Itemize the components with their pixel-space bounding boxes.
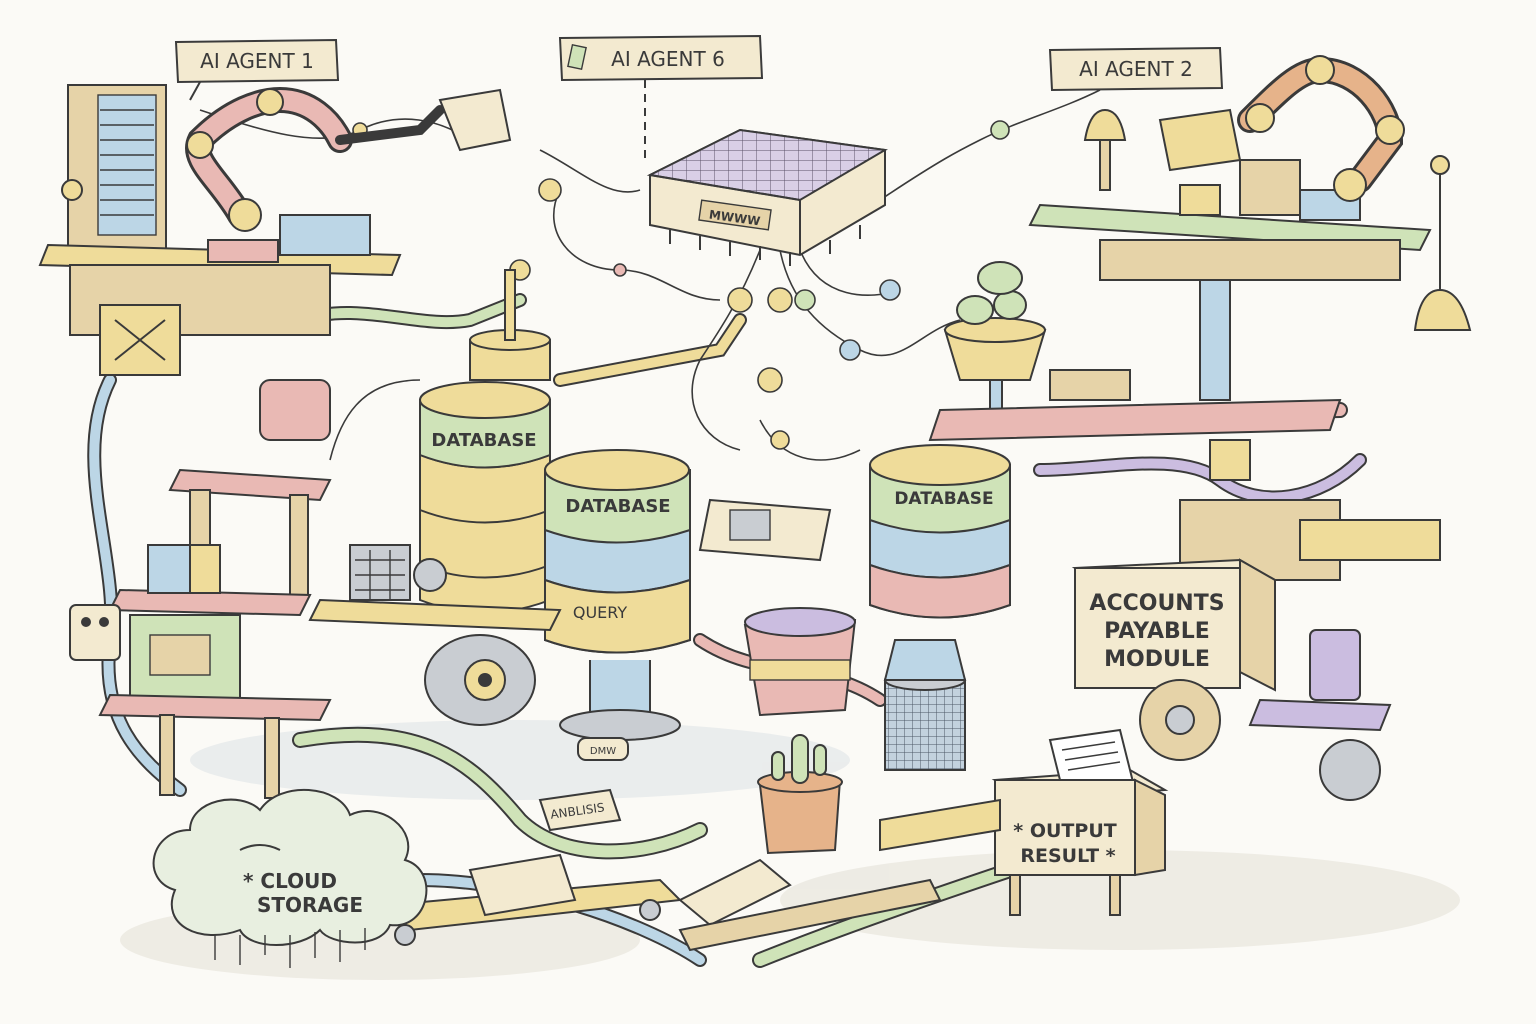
module-label-line3: MODULE (1104, 647, 1210, 672)
agent1-label: AI AGENT 1 (174, 38, 340, 101)
agent1-station (38, 84, 512, 799)
output-result-box: * OUTPUT RESULT * (991, 728, 1169, 916)
database-label: DATABASE (894, 489, 993, 509)
agent2-label: AI AGENT 2 (1048, 46, 1224, 92)
cloud-storage: * CLOUD STORAGE (152, 789, 428, 968)
database-label: DATABASE (565, 496, 670, 517)
database-left: DATABASE (419, 269, 551, 614)
module-label-line2: PAYABLE (1104, 619, 1210, 644)
small-tag: DMW (590, 746, 616, 757)
output-label-line2: RESULT * (1020, 845, 1115, 867)
agent6-label-text: AI AGENT 6 (611, 47, 725, 71)
cloud-label-line1: * CLOUD (243, 869, 337, 893)
database-center: DATABASE QUERY (544, 449, 691, 741)
agent6-label: AI AGENT 6 (558, 34, 764, 160)
wire-beads (352, 120, 1010, 450)
agent2-label-text: AI AGENT 2 (1079, 57, 1193, 81)
agent1-label-text: AI AGENT 1 (200, 49, 314, 73)
accounts-payable-module: ACCOUNTS PAYABLE MODULE (1071, 499, 1441, 801)
central-chip: MWWW (646, 128, 888, 266)
gear-machinery (308, 498, 967, 771)
output-label-line1: * OUTPUT (1013, 820, 1116, 842)
database-right: DATABASE (869, 444, 1011, 619)
module-label-line1: ACCOUNTS (1089, 591, 1224, 616)
query-label: QUERY (573, 603, 628, 622)
database-label: DATABASE (431, 430, 536, 451)
agent2-station (928, 55, 1472, 481)
cloud-label-line2: STORAGE (257, 893, 363, 917)
